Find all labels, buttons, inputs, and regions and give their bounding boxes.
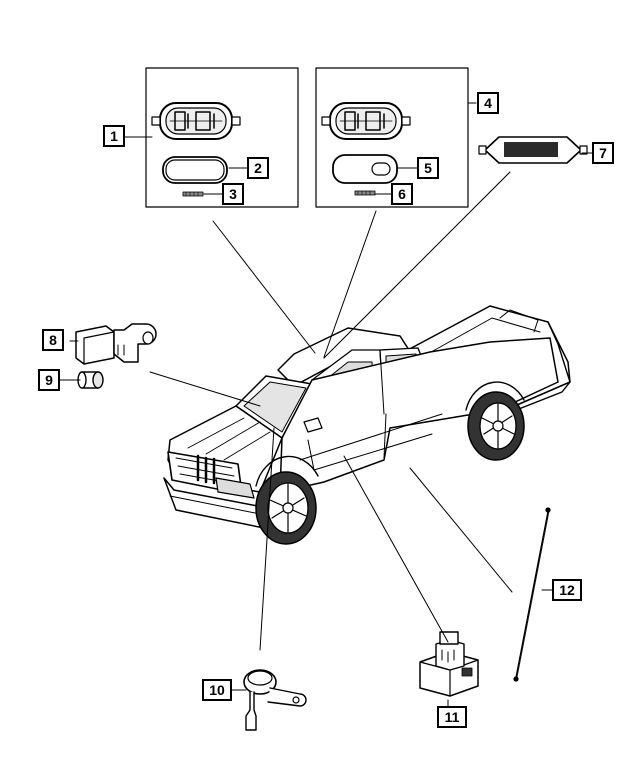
dome-lamp-lens-left <box>162 156 228 184</box>
antenna-wire <box>513 507 551 682</box>
grommet-cap <box>77 371 104 389</box>
callout-3: 3 <box>222 183 244 205</box>
callout-9: 9 <box>38 369 60 391</box>
callout-12: 12 <box>552 579 582 601</box>
dome-lamp-housing-right <box>321 102 411 140</box>
callout-10: 10 <box>202 679 232 701</box>
callout-2: 2 <box>247 157 269 179</box>
group-box-right <box>315 67 469 208</box>
leader-lines <box>59 102 593 709</box>
cargo-lamp <box>478 136 588 164</box>
callout-5: 5 <box>417 157 439 179</box>
callout-1: 1 <box>103 125 125 147</box>
dome-bulb-left <box>182 191 204 197</box>
dome-lamp-housing-left <box>151 102 241 140</box>
callout-4: 4 <box>477 92 499 114</box>
callout-11: 11 <box>437 706 467 728</box>
sensor-module <box>75 323 157 365</box>
callout-8: 8 <box>42 329 64 351</box>
dome-lamp-lens-right <box>332 154 398 184</box>
callout-7: 7 <box>592 142 614 164</box>
callout-6: 6 <box>391 183 413 205</box>
connector-module <box>419 631 479 697</box>
pickup-truck <box>163 305 571 545</box>
ambient-sensor <box>243 669 307 731</box>
dome-bulb-right <box>354 190 376 196</box>
